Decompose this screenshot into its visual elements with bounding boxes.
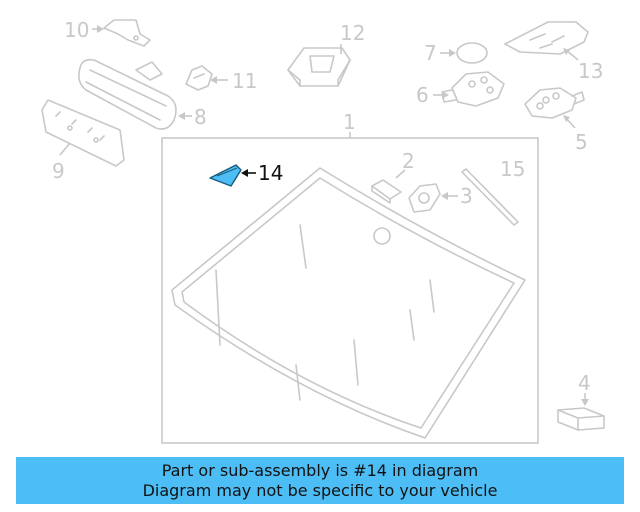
part-13 <box>504 21 589 55</box>
callout-5: 5 <box>575 130 588 154</box>
callout-2: 2 <box>402 149 415 173</box>
callout-4: 4 <box>578 371 591 395</box>
callout-14: 14 <box>258 161 283 185</box>
part-5 <box>524 87 585 119</box>
parts-diagram: 1 14 2 3 15 4 <box>41 18 605 444</box>
part-7 <box>456 42 488 64</box>
part-14-detail-line <box>216 167 238 177</box>
windshield-assembly-box <box>161 137 539 444</box>
windshield-glass <box>171 167 526 439</box>
part-4 <box>557 407 605 431</box>
part-3 <box>408 183 441 213</box>
callout-13: 13 <box>578 59 603 83</box>
part-14-highlighted <box>209 164 242 187</box>
part-9 <box>41 99 125 167</box>
callout-10: 10 <box>64 18 89 42</box>
banner-line-2: Diagram may not be specific to your vehi… <box>142 480 498 500</box>
part-12 <box>287 47 351 87</box>
part-10 <box>103 19 151 47</box>
callout-12: 12 <box>340 21 365 45</box>
callout-3: 3 <box>460 184 473 208</box>
callout-11: 11 <box>232 69 257 93</box>
banner-line-1: Part or sub-assembly is #14 in diagram <box>161 460 479 480</box>
callout-6: 6 <box>416 83 429 107</box>
part-info-banner: Part or sub-assembly is #14 in diagram D… <box>16 457 624 504</box>
part-8 <box>78 58 177 130</box>
callout-8: 8 <box>194 105 207 129</box>
callout-15: 15 <box>500 157 525 181</box>
part-11 <box>185 65 213 91</box>
part-6 <box>441 71 505 107</box>
part-2 <box>371 179 402 204</box>
part-15 <box>461 168 519 226</box>
callout-1: 1 <box>343 110 356 134</box>
callout-9: 9 <box>52 159 65 183</box>
callout-7: 7 <box>424 41 437 65</box>
